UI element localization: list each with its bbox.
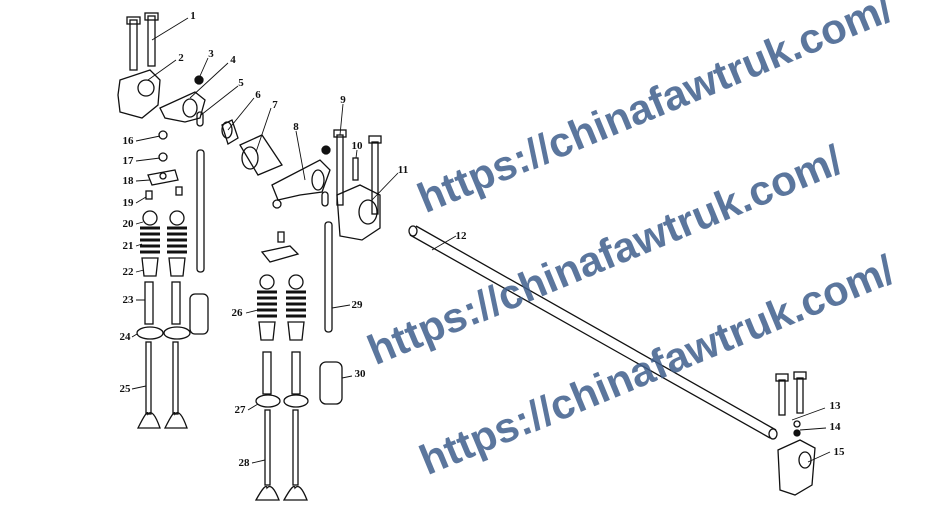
- push-rod-29: [324, 221, 333, 333]
- rocker-bracket-11: [336, 184, 381, 241]
- part-label: 26: [231, 307, 243, 319]
- part-label: 7: [272, 99, 278, 111]
- part-label: 6: [255, 89, 261, 101]
- part-label: 12: [455, 230, 467, 242]
- part-label: 19: [122, 197, 134, 209]
- part-label: 17: [122, 155, 134, 167]
- part-label: 30: [354, 368, 366, 380]
- part-label: 22: [122, 266, 134, 278]
- bolt-10: [352, 157, 359, 181]
- part-label: 28: [238, 457, 250, 469]
- bolt-pair-1: [126, 12, 159, 71]
- rocker-shaft-12: [408, 225, 778, 440]
- part-label: 29: [351, 299, 363, 311]
- part-label: 25: [119, 383, 131, 395]
- pin-5: [196, 111, 204, 127]
- push-rod: [196, 149, 205, 273]
- part-label: 16: [122, 135, 134, 147]
- part-label: 15: [833, 446, 845, 458]
- part-label: 10: [351, 140, 363, 152]
- valve-spring-assembly-left: [136, 210, 209, 429]
- rocker-bracket-15: [777, 439, 816, 496]
- part-label: 18: [122, 175, 134, 187]
- part-label: 3: [208, 48, 214, 60]
- part-label: 13: [829, 400, 841, 412]
- tappet-30: [319, 361, 343, 405]
- part-label: 24: [119, 331, 131, 343]
- part-label: 1: [190, 10, 196, 22]
- part-label: 4: [230, 54, 236, 66]
- part-label: 5: [238, 77, 244, 89]
- valve-spring-assembly-right: [254, 231, 309, 501]
- part-label: 8: [293, 121, 299, 133]
- part-label: 21: [122, 240, 134, 252]
- rocker-arm-4: [159, 91, 206, 123]
- part-label: 14: [829, 421, 841, 433]
- part-label: 23: [122, 294, 134, 306]
- rocker-bracket-2: [117, 69, 161, 119]
- part-label: 20: [122, 218, 134, 230]
- part-label: 27: [234, 404, 246, 416]
- part-label: 9: [340, 94, 346, 106]
- nut-3: [194, 75, 204, 85]
- part-label: 11: [397, 164, 409, 176]
- bushing-7: [239, 134, 283, 176]
- part-label: 2: [178, 52, 184, 64]
